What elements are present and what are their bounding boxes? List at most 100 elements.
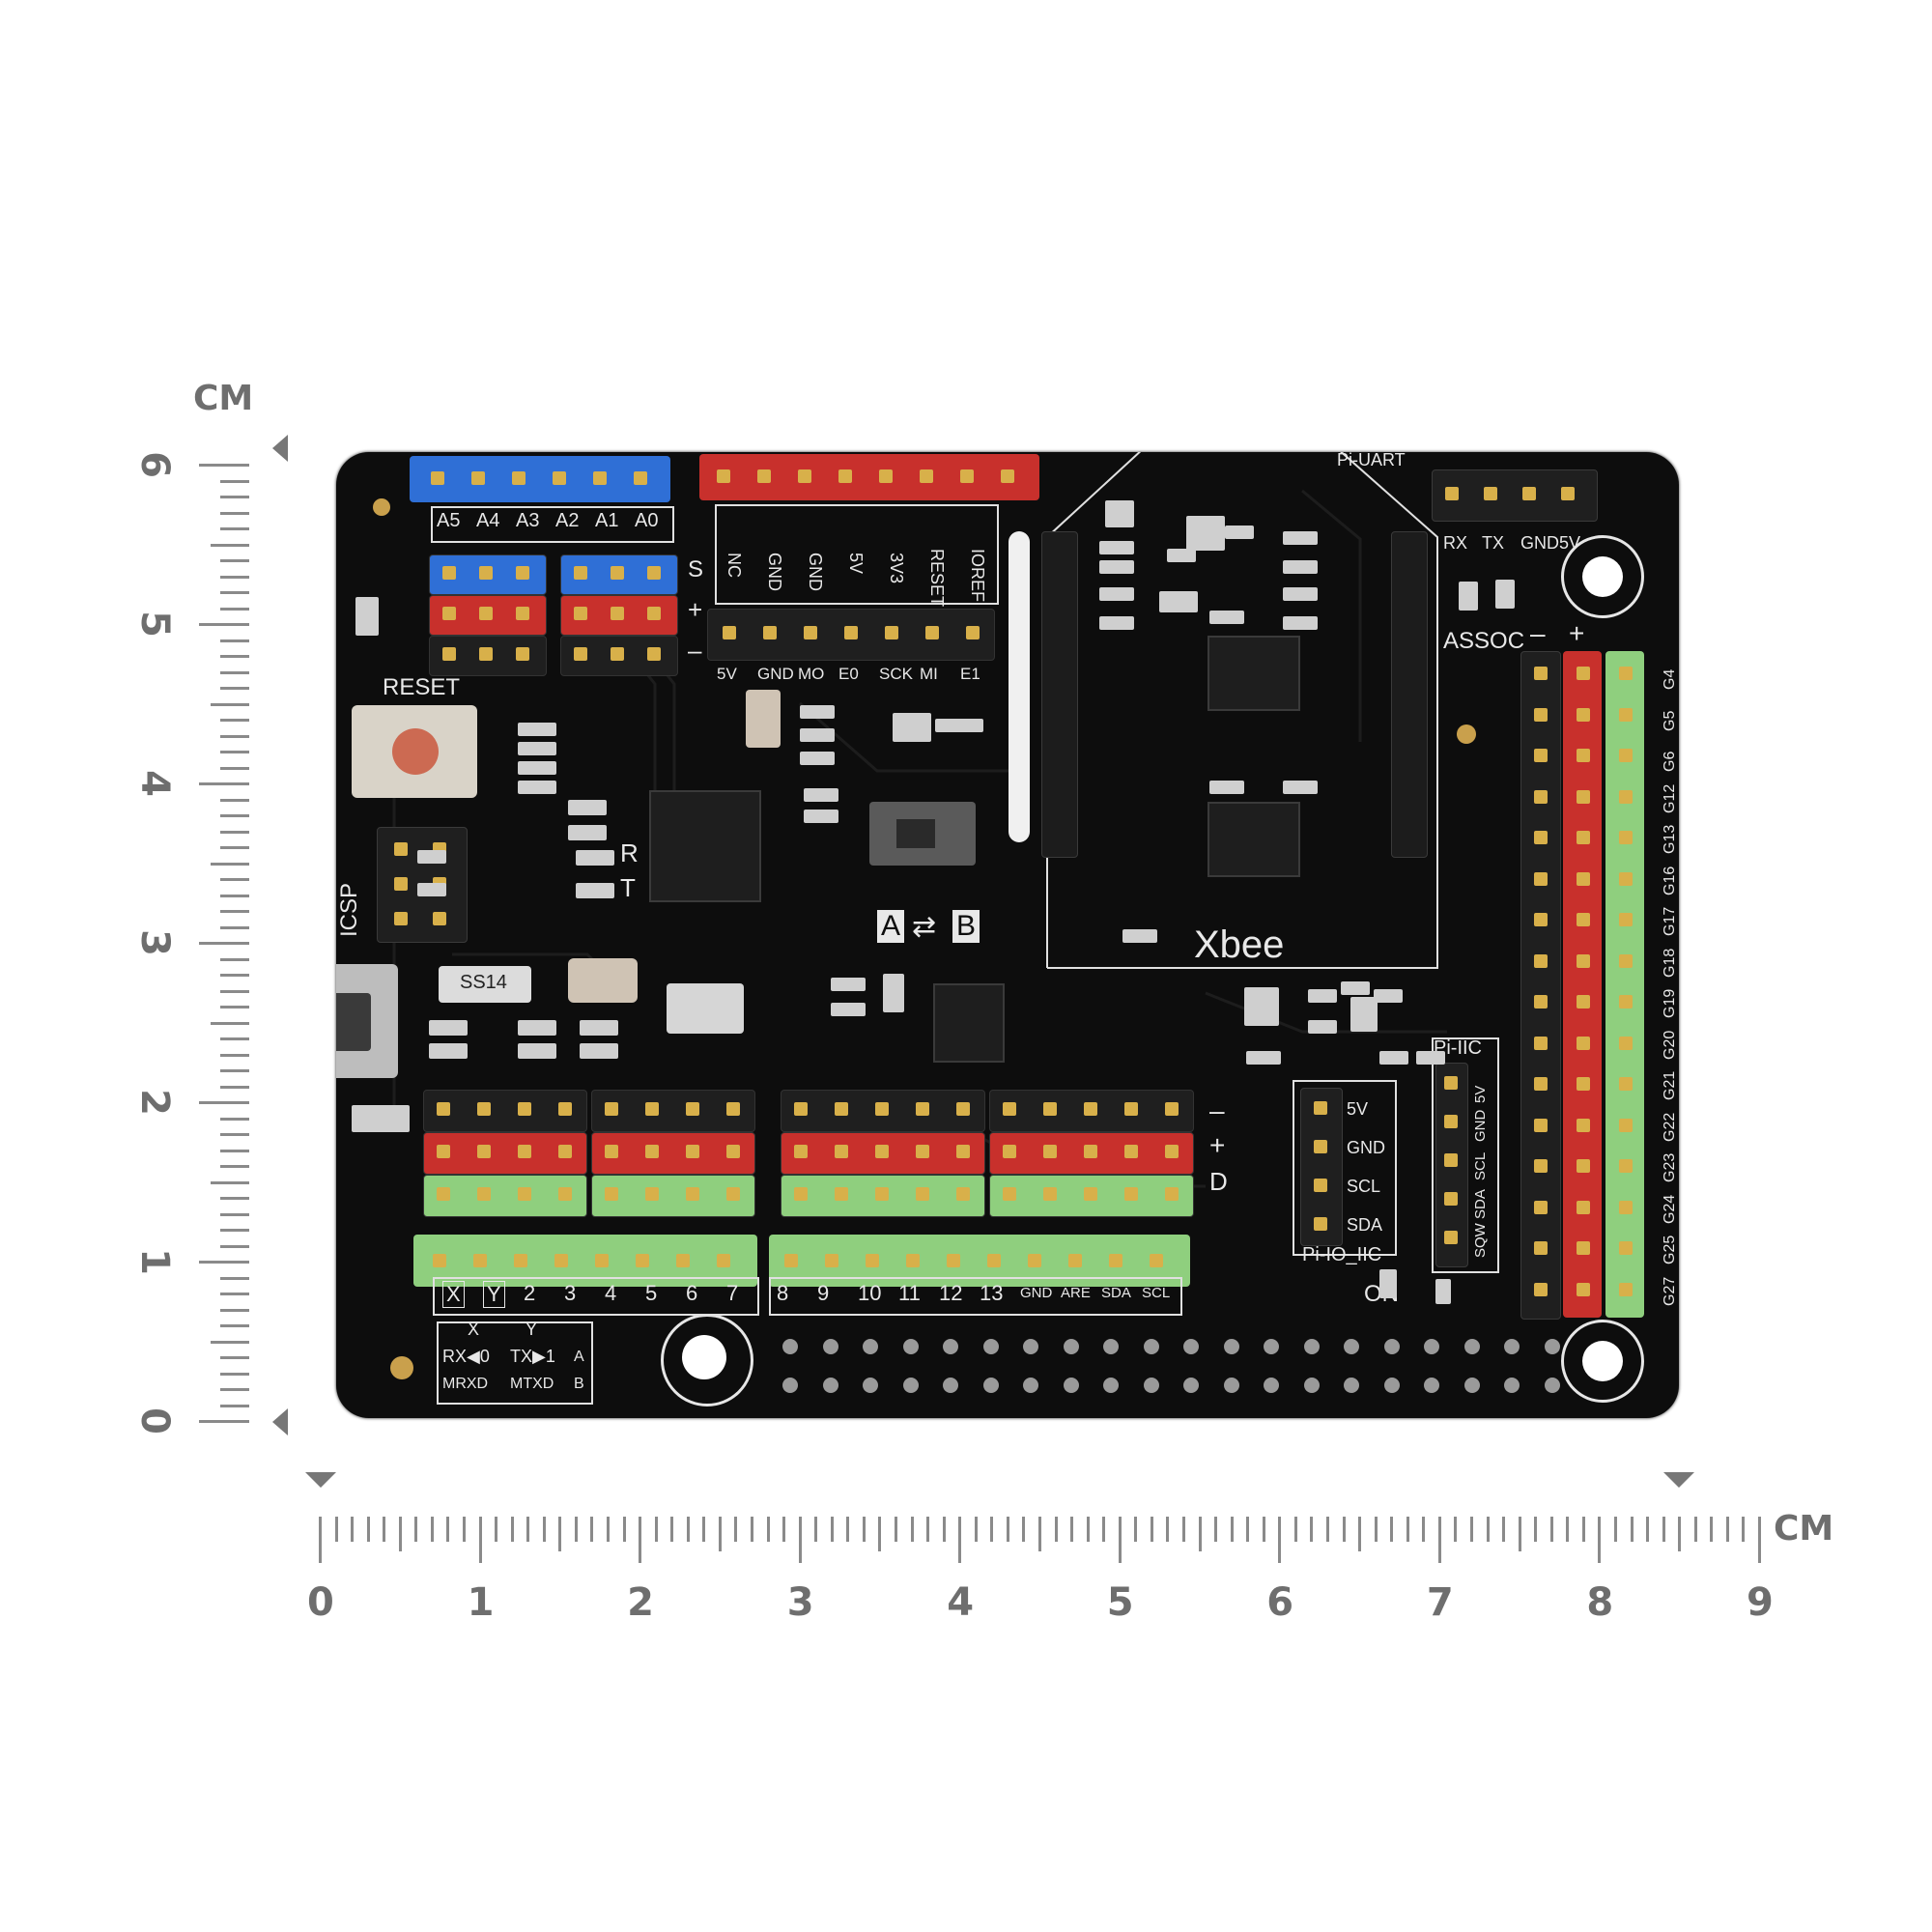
ruler-tick xyxy=(220,1404,249,1407)
ruler-tick xyxy=(686,1517,690,1542)
xbee-header-left[interactable] xyxy=(1041,531,1078,858)
ruler-tick xyxy=(220,527,249,530)
smd-part xyxy=(800,752,835,765)
pi-iic-title: Pi-IIC xyxy=(1434,1037,1482,1059)
gpio-pad xyxy=(1303,1378,1320,1393)
eeprom-chip xyxy=(933,983,1005,1063)
header-pin xyxy=(875,1145,889,1158)
digital-label: 9 xyxy=(817,1281,830,1305)
ruler-tick xyxy=(211,1180,249,1184)
mode-switch[interactable] xyxy=(869,802,976,866)
smd-part xyxy=(580,1043,618,1059)
mode-switch-knob[interactable] xyxy=(896,819,935,848)
gpio-pad xyxy=(1103,1378,1119,1393)
header-pin xyxy=(1444,1153,1458,1167)
mount-ring-bottom-right xyxy=(1561,1320,1644,1403)
header-pin xyxy=(825,1254,838,1267)
header-pin xyxy=(956,1187,970,1201)
digital-label: 11 xyxy=(898,1281,921,1305)
header-pin xyxy=(1444,1192,1458,1206)
ruler-number: 3 xyxy=(786,1580,814,1625)
ruler-tick xyxy=(702,1517,706,1542)
gpio-pad xyxy=(1183,1339,1199,1354)
ruler-tick xyxy=(751,1517,753,1542)
ruler-tick xyxy=(639,1517,642,1563)
spi-label: SCK xyxy=(879,665,913,683)
ruler-number: 1 xyxy=(467,1580,495,1625)
header-pin xyxy=(966,626,980,639)
ruler-tick xyxy=(220,1069,249,1072)
ruler-tick xyxy=(1549,1517,1553,1542)
gpio-pad xyxy=(1383,1339,1400,1354)
gpio-pad xyxy=(1383,1378,1400,1393)
ruler-tick xyxy=(1422,1517,1426,1542)
gpio-label: G12 xyxy=(1662,783,1678,813)
smd-part xyxy=(1209,781,1244,794)
header-pin xyxy=(1534,707,1548,722)
smd-part xyxy=(1379,1269,1397,1298)
ruler-tick xyxy=(220,878,249,881)
header-pin xyxy=(518,1102,531,1116)
xbee-header-right[interactable] xyxy=(1391,531,1428,858)
header-pin xyxy=(479,647,493,661)
header-pin xyxy=(1619,871,1633,886)
level-shifter-chip-2 xyxy=(1208,802,1300,877)
ruler-tick xyxy=(1166,1517,1170,1542)
ruler-tick xyxy=(199,1101,249,1104)
pi-io-iic-label: SDA xyxy=(1347,1215,1383,1235)
header-pin xyxy=(1534,749,1548,762)
ruler-tick xyxy=(220,925,249,929)
usb-port-opening[interactable] xyxy=(336,993,371,1051)
digital-label: 5 xyxy=(645,1281,658,1305)
header-pin xyxy=(1068,1254,1082,1267)
digital-label: 8 xyxy=(777,1281,789,1305)
header-pin xyxy=(595,1254,609,1267)
header-pin xyxy=(1534,1200,1548,1214)
smd-part xyxy=(1374,989,1403,1003)
ruler-tick xyxy=(1725,1517,1729,1542)
header-pin xyxy=(1534,913,1548,926)
analog-header[interactable] xyxy=(410,456,670,502)
ruler-tick xyxy=(220,830,249,834)
smd-part xyxy=(1159,591,1198,612)
smd-part xyxy=(576,883,614,898)
pi-iic-label: SCL xyxy=(1472,1151,1489,1180)
gpio-ground-column[interactable] xyxy=(1520,651,1561,1320)
reset-button[interactable] xyxy=(352,705,477,798)
smd-part xyxy=(518,781,556,794)
ruler-tick xyxy=(220,1149,249,1152)
header-pin xyxy=(916,1102,929,1116)
power-header[interactable] xyxy=(699,454,1039,500)
ruler-tick xyxy=(220,734,249,738)
spi-label: 5V xyxy=(717,665,737,683)
ruler-marker-bottom xyxy=(272,1408,288,1435)
smd-part xyxy=(429,1043,468,1059)
usb-port[interactable] xyxy=(336,964,398,1078)
ruler-tick xyxy=(220,974,249,977)
gpio-label: G21 xyxy=(1662,1070,1678,1100)
mount-hole-top-right xyxy=(1582,556,1623,597)
ruler-tick xyxy=(430,1517,434,1542)
ruler-tick xyxy=(510,1517,514,1542)
smd-part xyxy=(1341,981,1370,995)
gpio-pad xyxy=(1183,1378,1199,1393)
header-pin xyxy=(875,1187,889,1201)
ruler-tick xyxy=(1150,1517,1153,1542)
ruler-tick xyxy=(220,607,249,611)
ruler-tick xyxy=(1006,1517,1009,1542)
header-pin xyxy=(611,607,624,620)
digital-label: 10 xyxy=(858,1281,882,1305)
ruler-tick xyxy=(1710,1517,1714,1542)
ruler-tick xyxy=(1598,1517,1602,1563)
digital-label: SCL xyxy=(1142,1285,1171,1301)
ruler-tick xyxy=(718,1517,722,1551)
reset-button-cap[interactable] xyxy=(392,728,439,775)
smd-part xyxy=(804,810,838,823)
ruler-number: 6 xyxy=(131,451,177,478)
smd-part xyxy=(831,978,866,991)
pi-iic-label: 5V xyxy=(1472,1085,1489,1103)
header-pin xyxy=(593,471,607,485)
ruler-tick xyxy=(1198,1517,1202,1551)
smd-part xyxy=(417,883,446,896)
header-pin xyxy=(916,1187,929,1201)
